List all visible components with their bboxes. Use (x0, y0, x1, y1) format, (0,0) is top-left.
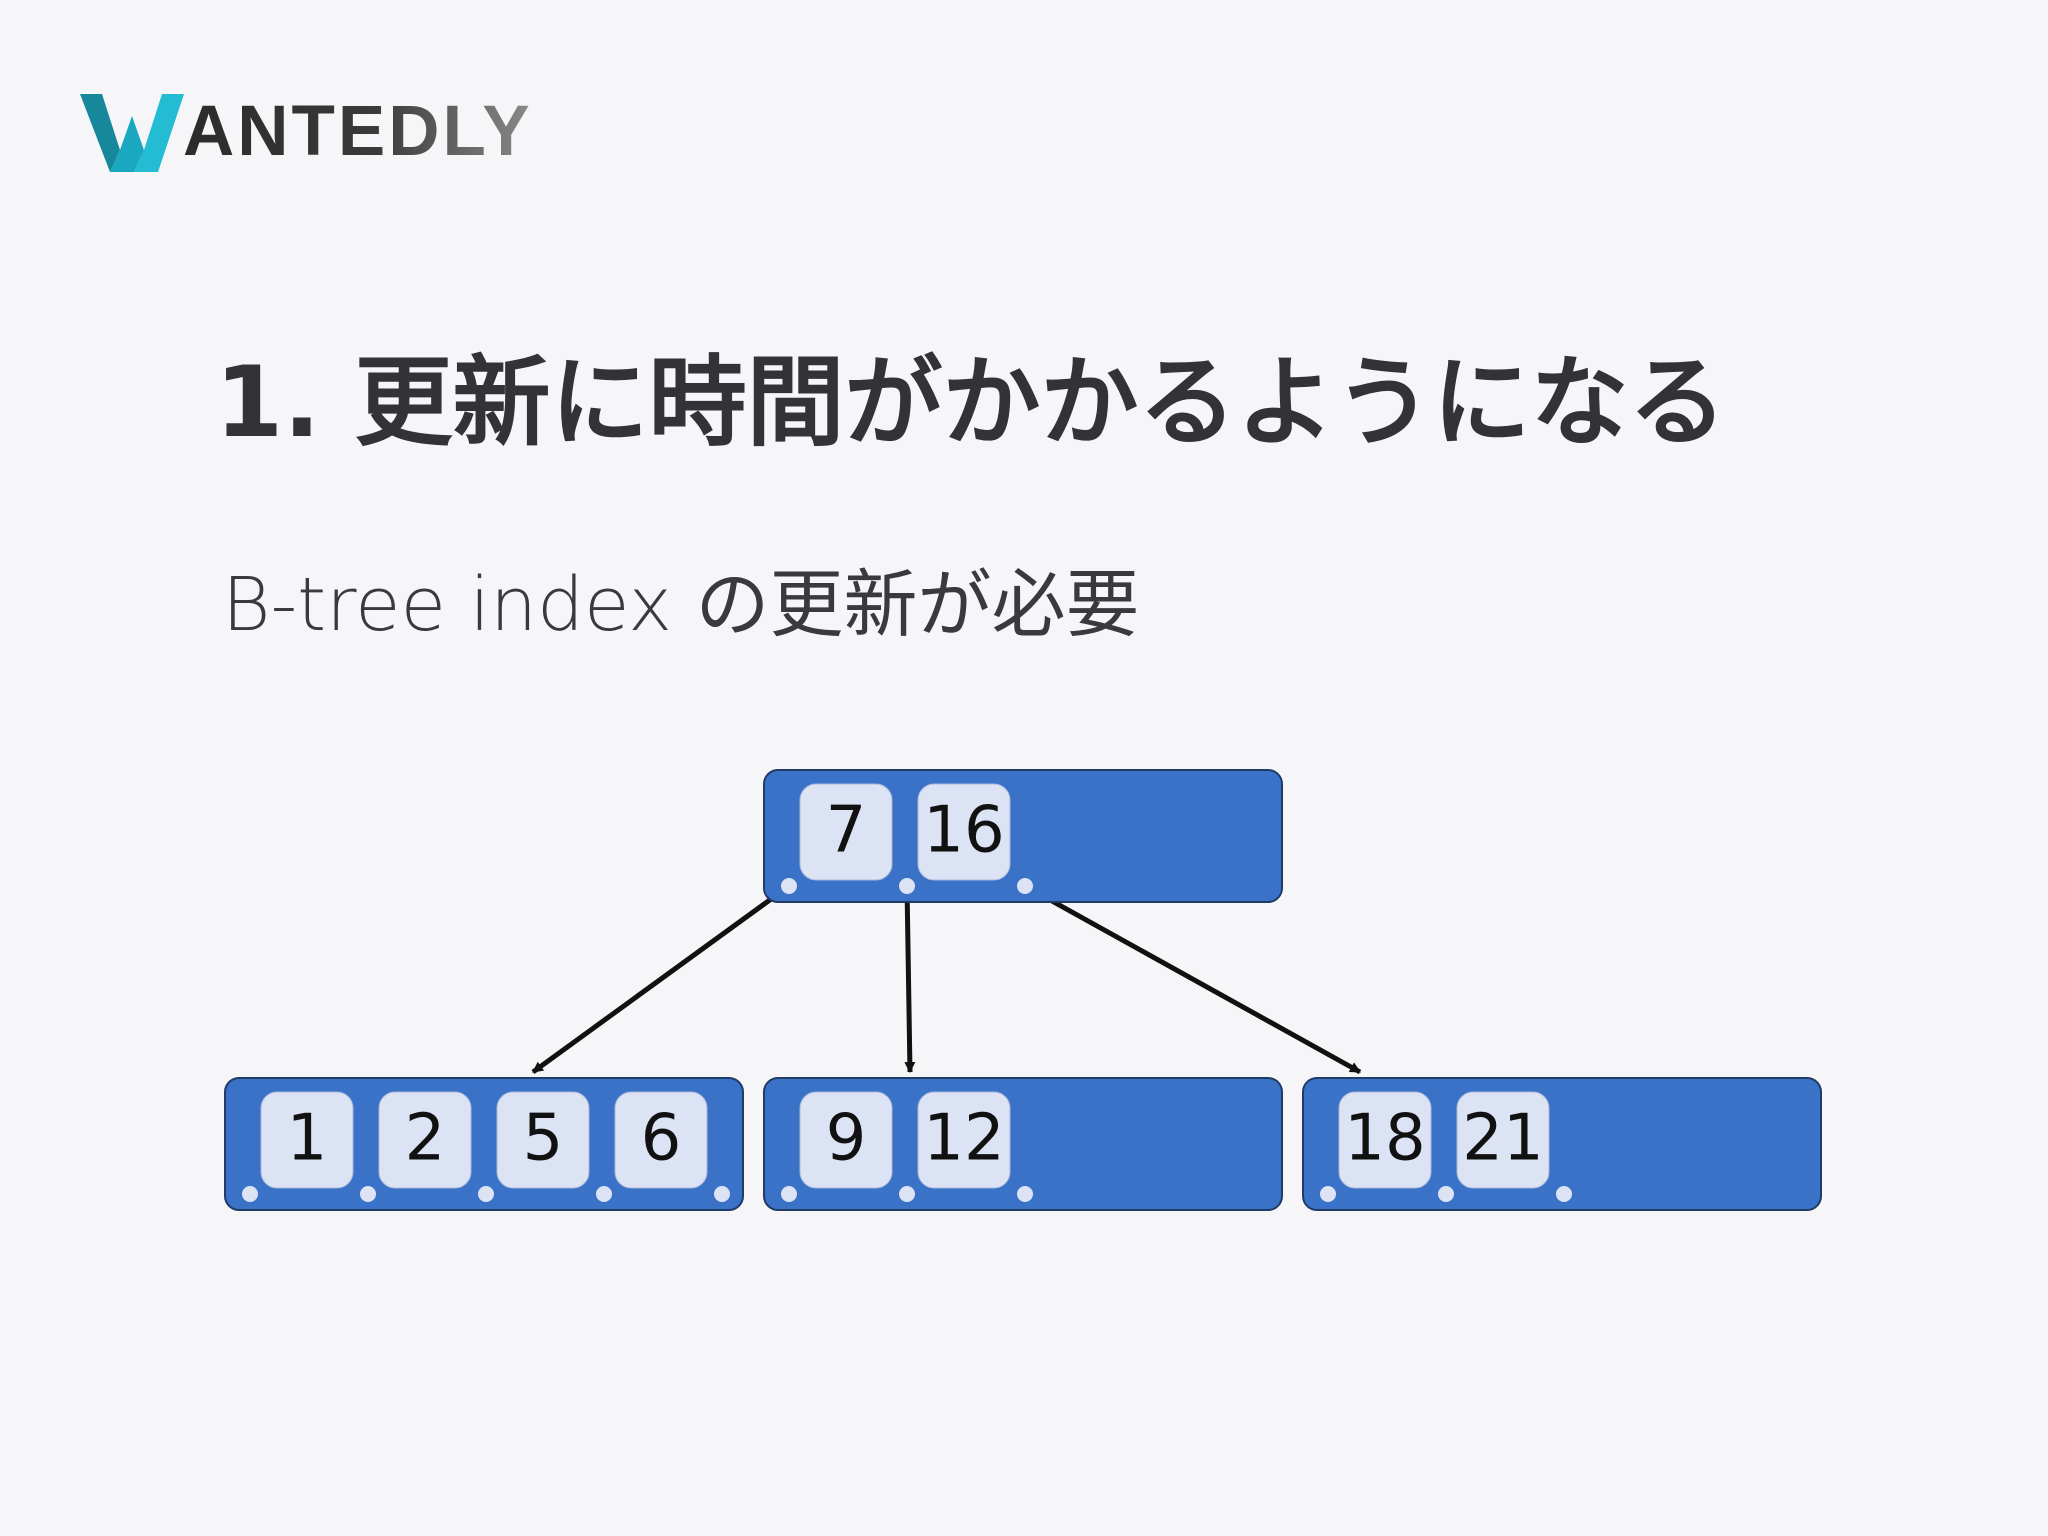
btree-edge-arrow (1023, 883, 1362, 1075)
btree-pointer-dot (596, 1186, 612, 1202)
btree-pointer-dot (899, 1186, 915, 1202)
btree-key-label: 6 (641, 1102, 682, 1176)
slide-title: 1. 更新に時間がかかるようになる (215, 346, 1727, 460)
btree-node-root: 7 16 (763, 769, 1283, 903)
btree-key-label: 5 (523, 1102, 564, 1176)
btree-pointer-dot (242, 1186, 258, 1202)
btree-node-box (1302, 1077, 1822, 1211)
btree-pointer-dot (781, 1186, 797, 1202)
btree-key-label: 21 (1462, 1102, 1543, 1176)
btree-key-label: 9 (826, 1102, 867, 1176)
btree-pointer-dot (781, 878, 797, 894)
btree-key-box (799, 1091, 893, 1189)
btree-pointer-dot (899, 878, 915, 894)
btree-key-label: 12 (923, 1102, 1004, 1176)
btree-pointer-dot (1017, 1186, 1033, 1202)
btree-key-box (496, 1091, 590, 1189)
btree-pointer-dot (478, 1186, 494, 1202)
btree-edge-arrow (531, 883, 791, 1075)
btree-node-child-left: 1 2 5 6 (224, 1077, 744, 1211)
btree-key-box (1338, 1091, 1432, 1189)
btree-key-label: 2 (405, 1102, 446, 1176)
btree-node-child-middle: 9 12 (763, 1077, 1283, 1211)
btree-key-box (378, 1091, 472, 1189)
btree-key-label: 1 (287, 1102, 328, 1176)
btree-pointer-dot (1320, 1186, 1336, 1202)
btree-node-box (224, 1077, 744, 1211)
slide-subtitle: B-tree index の更新が必要 (222, 562, 1140, 648)
wantedly-logo: ANTEDLY (80, 72, 533, 172)
btree-key-box (917, 783, 1011, 881)
btree-key-label: 18 (1344, 1102, 1425, 1176)
btree-pointer-dot (714, 1186, 730, 1202)
btree-pointer-dot (1556, 1186, 1572, 1202)
btree-node-box (763, 769, 1283, 903)
btree-key-box (260, 1091, 354, 1189)
btree-pointer-dot (1438, 1186, 1454, 1202)
btree-edge-arrow (904, 885, 916, 1074)
btree-pointer-dot (1017, 878, 1033, 894)
btree-node-box (763, 1077, 1283, 1211)
btree-key-box (614, 1091, 708, 1189)
btree-edges (531, 883, 1362, 1075)
wantedly-w-mark (80, 94, 184, 172)
btree-pointer-dot (360, 1186, 376, 1202)
btree-key-box (799, 783, 893, 881)
btree-key-box (1456, 1091, 1550, 1189)
btree-key-label: 16 (923, 794, 1004, 868)
wantedly-logo-text: ANTEDLY (183, 92, 533, 171)
btree-key-label: 7 (826, 794, 867, 868)
btree-key-box (917, 1091, 1011, 1189)
